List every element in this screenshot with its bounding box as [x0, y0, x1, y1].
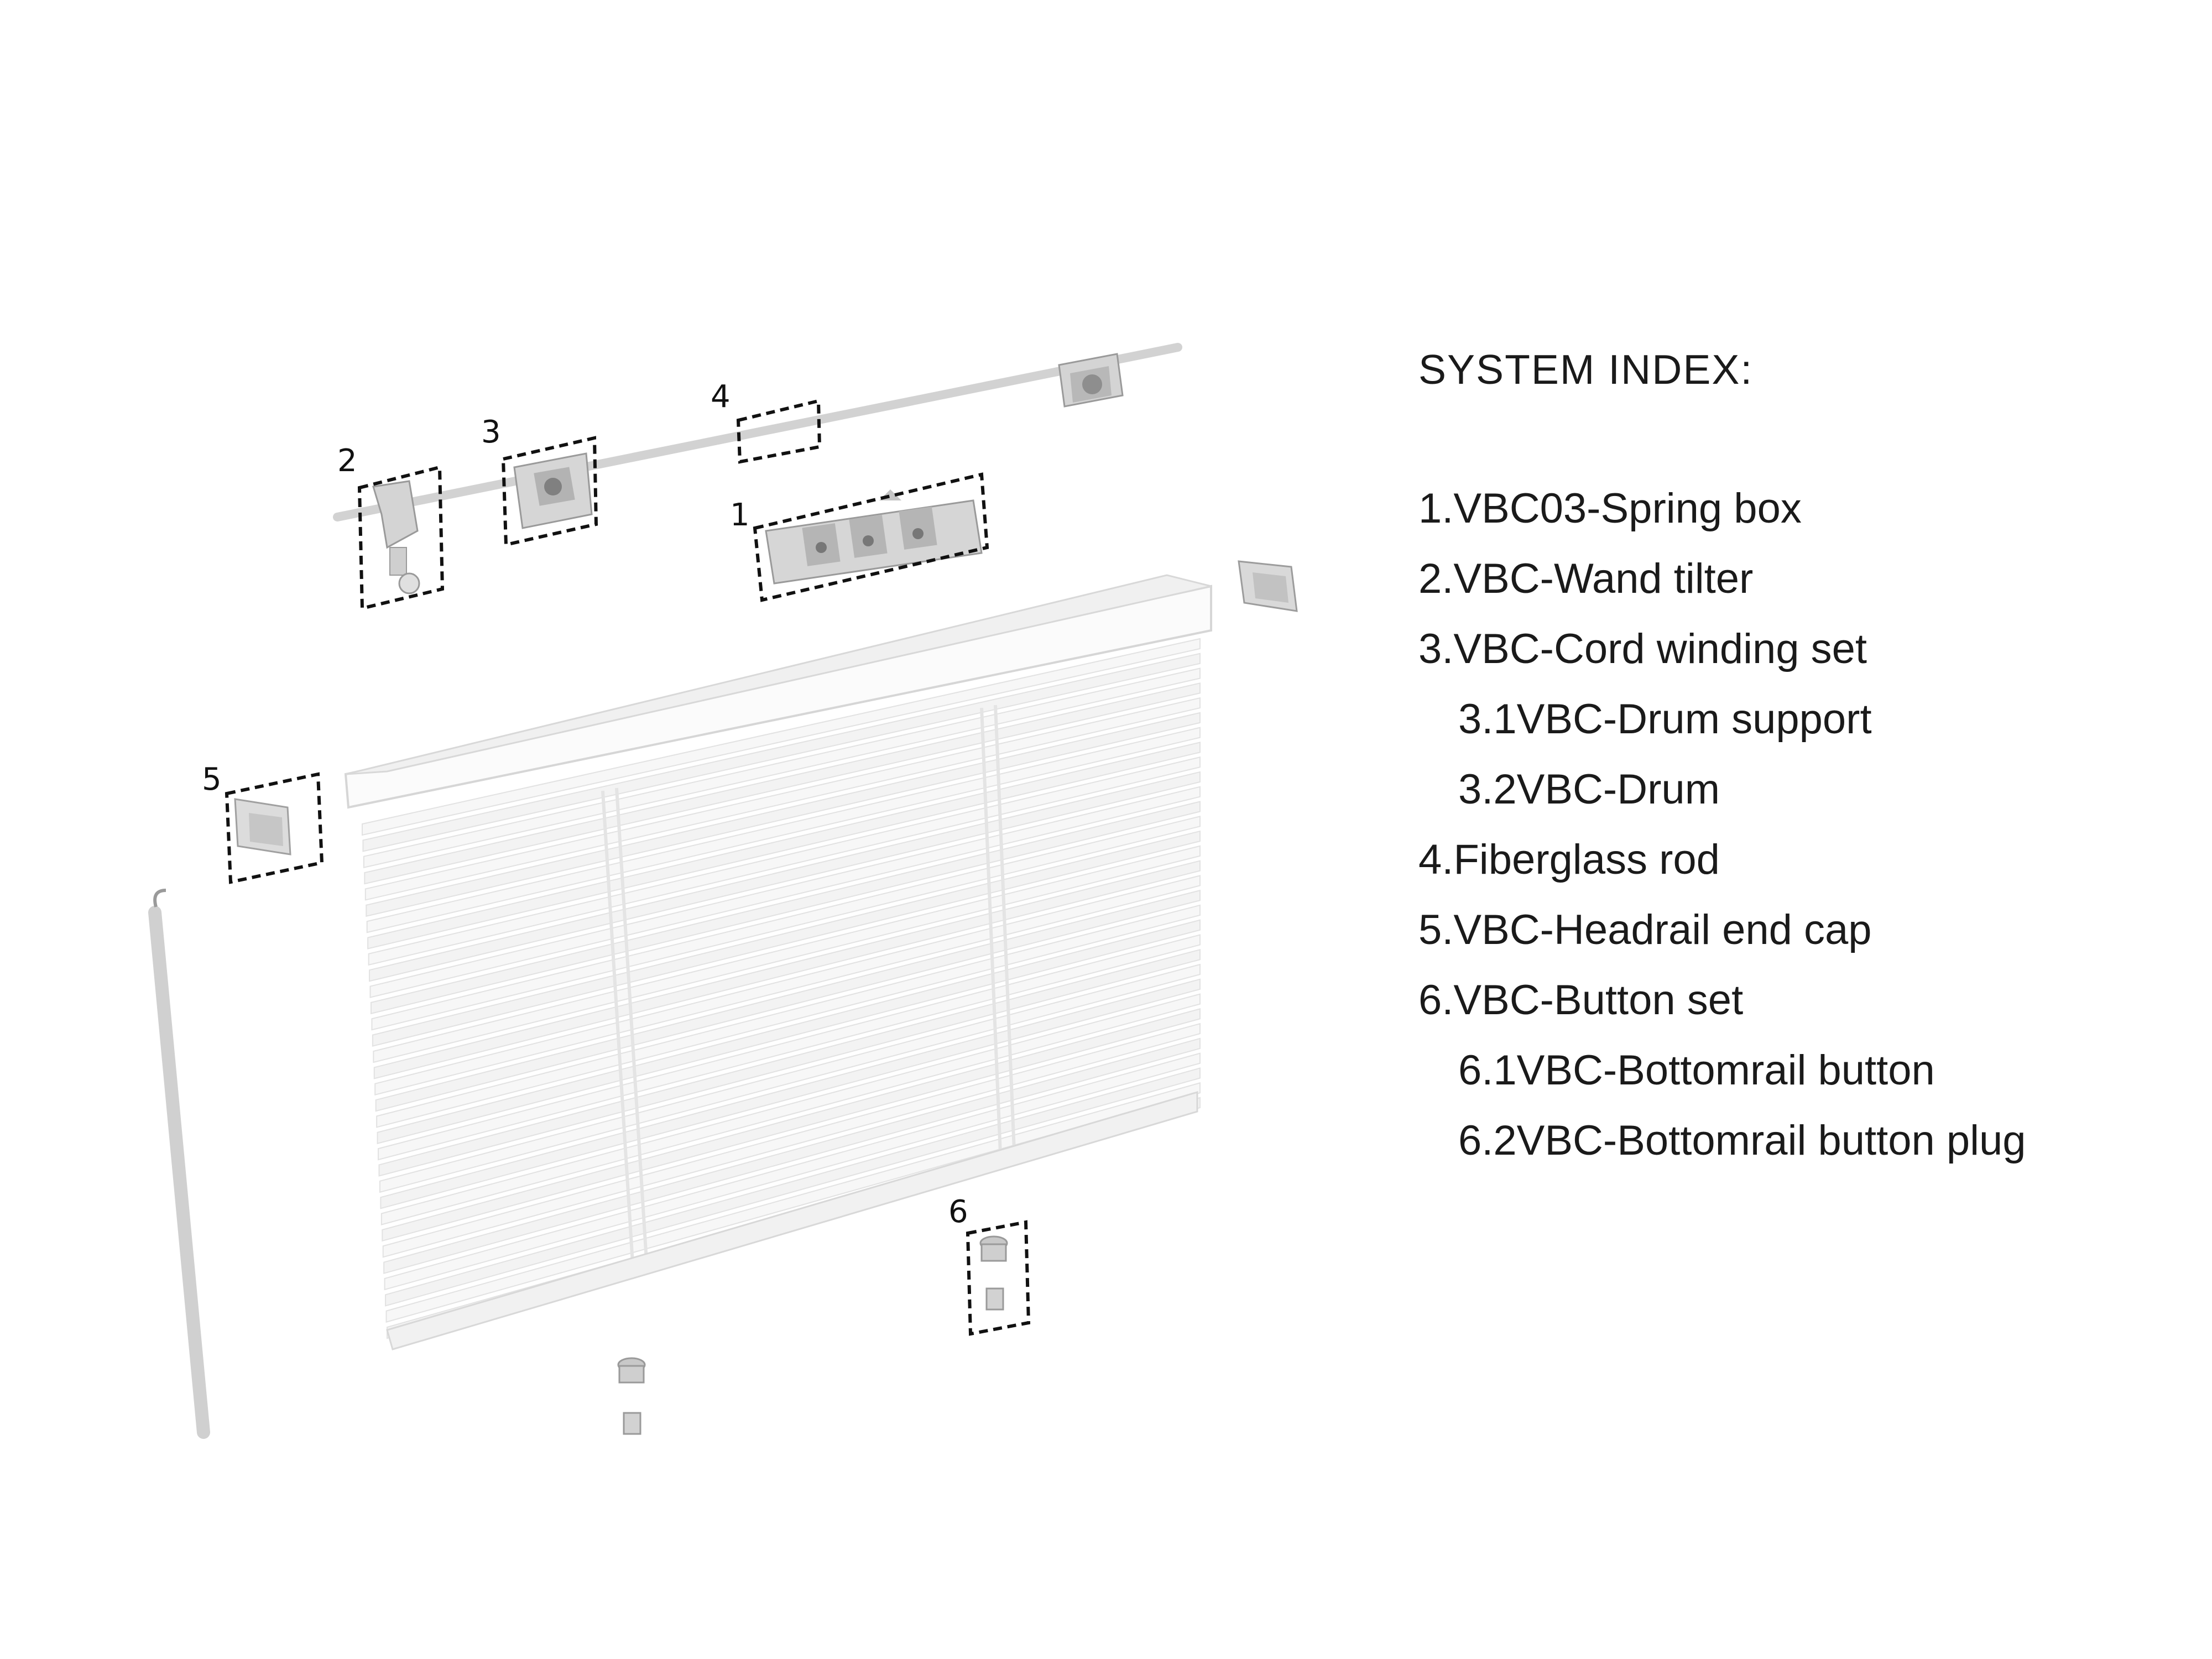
slat — [384, 1052, 1201, 1291]
callout-label-4: 4 — [711, 379, 731, 415]
slat — [374, 875, 1201, 1095]
slat — [375, 889, 1201, 1112]
slat — [366, 712, 1201, 917]
slat — [370, 801, 1201, 1015]
index-item-2: 2.VBC-Wand tilter — [1418, 555, 1754, 602]
slat — [362, 638, 1201, 836]
callout-label-1: 1 — [730, 497, 750, 533]
slat — [364, 697, 1201, 901]
slat — [376, 904, 1201, 1128]
slat — [373, 860, 1201, 1079]
index-item-6: 6.VBC-Button set — [1418, 977, 1744, 1024]
callout-box-4 — [736, 399, 822, 464]
slat — [385, 1082, 1201, 1323]
bottom-rail — [386, 1091, 1198, 1350]
index-item-4: 4.Fiberglass rod — [1418, 836, 1720, 883]
tilt-rod — [333, 343, 1182, 521]
callout-label-3: 3 — [481, 414, 501, 450]
slat — [372, 830, 1201, 1047]
slat — [373, 845, 1201, 1063]
slat — [383, 1037, 1201, 1274]
callout-box-3 — [501, 436, 598, 547]
button-set-part — [979, 1235, 1008, 1311]
index-item-1: 1.VBC03-Spring box — [1418, 485, 1802, 532]
slat — [362, 653, 1201, 852]
callout-box-5 — [225, 772, 324, 884]
index-item-5: 5.VBC-Headrail end cap — [1418, 906, 1872, 953]
callout-box-2 — [357, 465, 445, 611]
slat — [369, 771, 1201, 982]
slat — [368, 756, 1201, 966]
slat — [366, 727, 1201, 933]
slat — [385, 1067, 1201, 1307]
system-index-list: 1.VBC03-Spring box 2.VBC-Wand tilter 3.V… — [1418, 473, 2193, 1176]
slat — [364, 682, 1201, 885]
callout-box-6 — [966, 1220, 1031, 1336]
spring-box-parts — [765, 489, 983, 585]
tilt-wand — [148, 889, 210, 1439]
headrail-end-cap-left — [234, 798, 291, 855]
slat — [363, 667, 1201, 868]
system-index-title: SYSTEM INDEX: — [1418, 346, 1754, 393]
slat — [371, 816, 1201, 1031]
callout-label-5: 5 — [202, 761, 222, 797]
callout-label-6: 6 — [948, 1194, 968, 1230]
index-item-6-1: 6.1VBC-Bottomrail button — [1458, 1047, 1935, 1094]
bottomrail-button-loose — [617, 1357, 646, 1435]
callout-label-2: 2 — [337, 443, 357, 479]
headrail-end-cap-right — [1238, 560, 1298, 612]
index-item-6-2: 6.2VBC-Bottomrail button plug — [1458, 1117, 2026, 1164]
cord-winding-part — [513, 452, 593, 529]
wand-tilter-part — [372, 480, 420, 594]
index-item-3: 3.VBC-Cord winding set — [1418, 625, 1867, 672]
end-bracket-right — [1058, 353, 1124, 408]
ladder-strings — [601, 705, 1016, 1272]
system-index: SYSTEM INDEX: 1.VBC03-Spring box 2.VBC-W… — [1418, 346, 2193, 1176]
slat — [369, 786, 1201, 998]
index-item-3-1: 3.1VBC-Drum support — [1458, 696, 1872, 743]
callout-box-1 — [753, 472, 989, 602]
headrail — [344, 574, 1212, 809]
index-item-3-2: 3.2VBC-Drum — [1458, 766, 1720, 813]
slat — [367, 742, 1201, 950]
